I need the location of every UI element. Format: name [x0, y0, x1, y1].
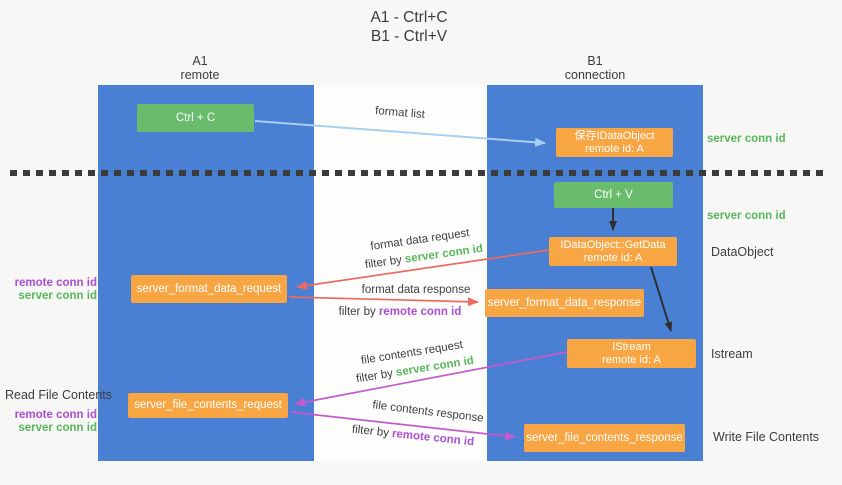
diagram-title: A1 - Ctrl+C B1 - Ctrl+V — [370, 8, 447, 46]
label-filter-remote-1: filter by remote conn id — [339, 306, 462, 318]
remote-conn-id-highlight: remote conn id — [378, 306, 462, 318]
title-line-a1: A1 - Ctrl+C — [370, 9, 448, 26]
node-save-idataobject-line2: remote id: A — [585, 142, 644, 155]
node-server-format-data-response: server_format_data_response — [485, 289, 644, 317]
filter-prefix: filter by — [338, 306, 379, 318]
node-server-file-contents-response: server_file_contents_response — [524, 424, 685, 452]
lane-a1-id: A1 — [192, 54, 208, 68]
lane-b1-role: connection — [564, 67, 626, 82]
lane-b1-id: B1 — [587, 54, 603, 68]
node-save-idataobject-line1: 保存IDataObject — [574, 129, 655, 142]
label-server-conn-id-right-top: server conn id — [707, 133, 786, 145]
node-getdata-line2: remote id: A — [583, 251, 643, 264]
label-dataobject: DataObject — [711, 245, 774, 259]
node-idataobject-getdata: IDataObject::GetData remote id: A — [549, 237, 677, 266]
node-istream-line1: IStream — [612, 340, 651, 353]
node-server-format-data-request: server_format_data_request — [131, 275, 287, 303]
lane-a1-role: remote — [180, 67, 220, 82]
lane-header-a1: A1 remote — [180, 54, 220, 82]
label-read-file-contents: Read File Contents — [5, 388, 113, 402]
label-server-conn-id-right-mid: server conn id — [707, 210, 786, 222]
node-istream: IStream remote id: A — [567, 339, 696, 368]
title-line-b1: B1 - Ctrl+V — [370, 28, 448, 45]
node-ctrl-v: Ctrl + V — [554, 182, 673, 208]
label-server-conn-id-left-1: server conn id — [18, 290, 97, 302]
label-remote-conn-id-left-1: remote conn id — [14, 277, 97, 289]
label-istream: Istream — [711, 347, 753, 361]
label-server-conn-id-left-2: server conn id — [18, 422, 97, 434]
node-ctrl-c: Ctrl + C — [137, 104, 254, 132]
session-divider-dotted-line — [10, 170, 824, 176]
node-server-file-contents-request: server_file_contents_request — [128, 393, 288, 418]
lane-header-b1: B1 connection — [564, 54, 626, 82]
node-getdata-line1: IDataObject::GetData — [560, 238, 666, 251]
label-format-data-response: format data response — [361, 284, 471, 296]
label-remote-conn-id-left-2: remote conn id — [14, 409, 97, 421]
label-write-file-contents: Write File Contents — [713, 430, 820, 444]
node-istream-line2: remote id: A — [602, 353, 661, 366]
node-save-idataobject: 保存IDataObject remote id: A — [556, 128, 673, 157]
